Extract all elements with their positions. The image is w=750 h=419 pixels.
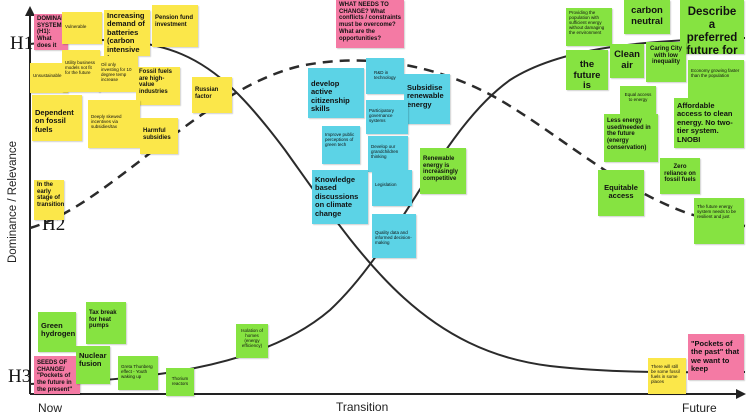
sticky-note-tax-break: Tax break for heat pumps xyxy=(86,302,126,344)
sticky-note-vulnerable: Vulnerable xyxy=(62,12,102,44)
sticky-note-r-and-d: R&D in technology xyxy=(366,58,404,94)
sticky-note-clean-air: Clean air xyxy=(610,44,644,78)
sticky-note-equitable-access: Equitable access xyxy=(598,170,644,216)
sticky-note-utility-models: Utility business models not fit for the … xyxy=(62,50,100,92)
sticky-note-legislation: Legislation xyxy=(372,170,412,206)
sticky-note-pension-fund: Pension fund investment xyxy=(152,5,198,47)
sticky-note-nuclear-fusion: Nuclear fusion xyxy=(76,346,110,384)
sticky-note-resilient-just: The future energy system needs to be res… xyxy=(694,198,744,244)
sticky-note-oil-only-investing: Oil only investing for 10 degree temp in… xyxy=(98,56,138,92)
h3-label: H3 xyxy=(8,366,32,387)
sticky-note-harmful-subsidies: Harmful subsidies xyxy=(140,118,178,154)
sticky-note-thorium-reactors: Thorium reactors xyxy=(166,368,194,396)
y-axis-label: Dominance / Relevance xyxy=(7,140,19,264)
sticky-note-affordable-access: Affordable access to clean energy. No tw… xyxy=(674,98,744,148)
sticky-note-future-nuclear: the future is nuclear xyxy=(566,50,608,90)
sticky-note-still-fossil: There will still be some fossil fuels in… xyxy=(648,358,686,394)
sticky-note-what-needs-change: WHAT NEEDS TO CHANGE? What conflicts / c… xyxy=(336,0,404,48)
sticky-note-russian-factor: Russian factor xyxy=(192,77,232,113)
sticky-note-increasing-batteries: Increasing demand of batteries (carbon i… xyxy=(104,10,150,56)
sticky-note-subsidise-renewable: Subsidise renewable energy xyxy=(404,74,450,124)
sticky-note-isolation-homes: Isolation of homes (energy efficiency) xyxy=(236,324,268,358)
sticky-note-unsustainable: Unsustainable xyxy=(30,63,68,93)
sticky-note-providing-population: Providing the population with sufficient… xyxy=(566,8,612,46)
sticky-note-deeply-skewed: Deeply skewed incentives via subsidies/t… xyxy=(88,100,140,148)
sticky-note-seeds-of-change: SEEDS OF CHANGE/ "Pockets of the future … xyxy=(34,356,80,394)
sticky-note-grandchildren-thinking: Develop our grandchildren thinking xyxy=(368,136,408,172)
sticky-note-participatory-governance: Participatory governance systems xyxy=(366,100,408,134)
sticky-note-renewable-competitive: Renewable energy is increasingly competi… xyxy=(420,148,466,194)
sticky-note-quality-data: Quality data and informed decision-makin… xyxy=(372,214,416,258)
h1-label: H1 xyxy=(10,33,34,54)
sticky-note-fossil-fuels-high-value: Fossil fuels are high-value industries xyxy=(136,67,180,105)
sticky-note-less-energy: Less energy used/needed in the future (e… xyxy=(604,114,658,162)
sticky-note-active-citizenship: develop active citizenship skills xyxy=(308,68,364,118)
x-axis-label: Transition xyxy=(336,400,389,414)
x-axis-start-label: Now xyxy=(38,401,63,415)
sticky-note-knowledge-discussions: Knowledge based discussions on climate c… xyxy=(312,170,368,224)
h1-curve xyxy=(29,39,746,374)
sticky-note-greta-effect: Greta Thunberg effect - Youth waking up xyxy=(118,356,158,390)
sticky-note-improve-perceptions: Improve public perceptions of green tech xyxy=(322,126,360,164)
sticky-note-carbon-neutral: carbon neutral xyxy=(624,0,670,34)
sticky-note-describe-future: Describe a preferred future for Energy xyxy=(680,0,744,54)
sticky-note-green-hydrogen: Green hydrogen xyxy=(38,312,76,352)
x-axis-arrow xyxy=(736,389,746,399)
sticky-note-economy-growing: Economy growing faster than the populati… xyxy=(688,60,744,98)
sticky-note-pockets-past: "Pockets of the past" that we want to ke… xyxy=(688,334,744,380)
sticky-note-caring-city: Caring City with low inequality xyxy=(646,42,686,82)
sticky-note-early-stage: In the early stage of transition xyxy=(34,180,64,220)
x-axis-end-label: Future xyxy=(682,401,717,415)
y-axis-arrow xyxy=(25,6,35,16)
sticky-note-zero-reliance: Zero reliance on fossil fuels xyxy=(660,158,700,194)
sticky-note-equal-access: Equal access to energy xyxy=(620,86,656,114)
sticky-note-dependent-fossil: Dependent on fossil fuels xyxy=(32,95,82,141)
